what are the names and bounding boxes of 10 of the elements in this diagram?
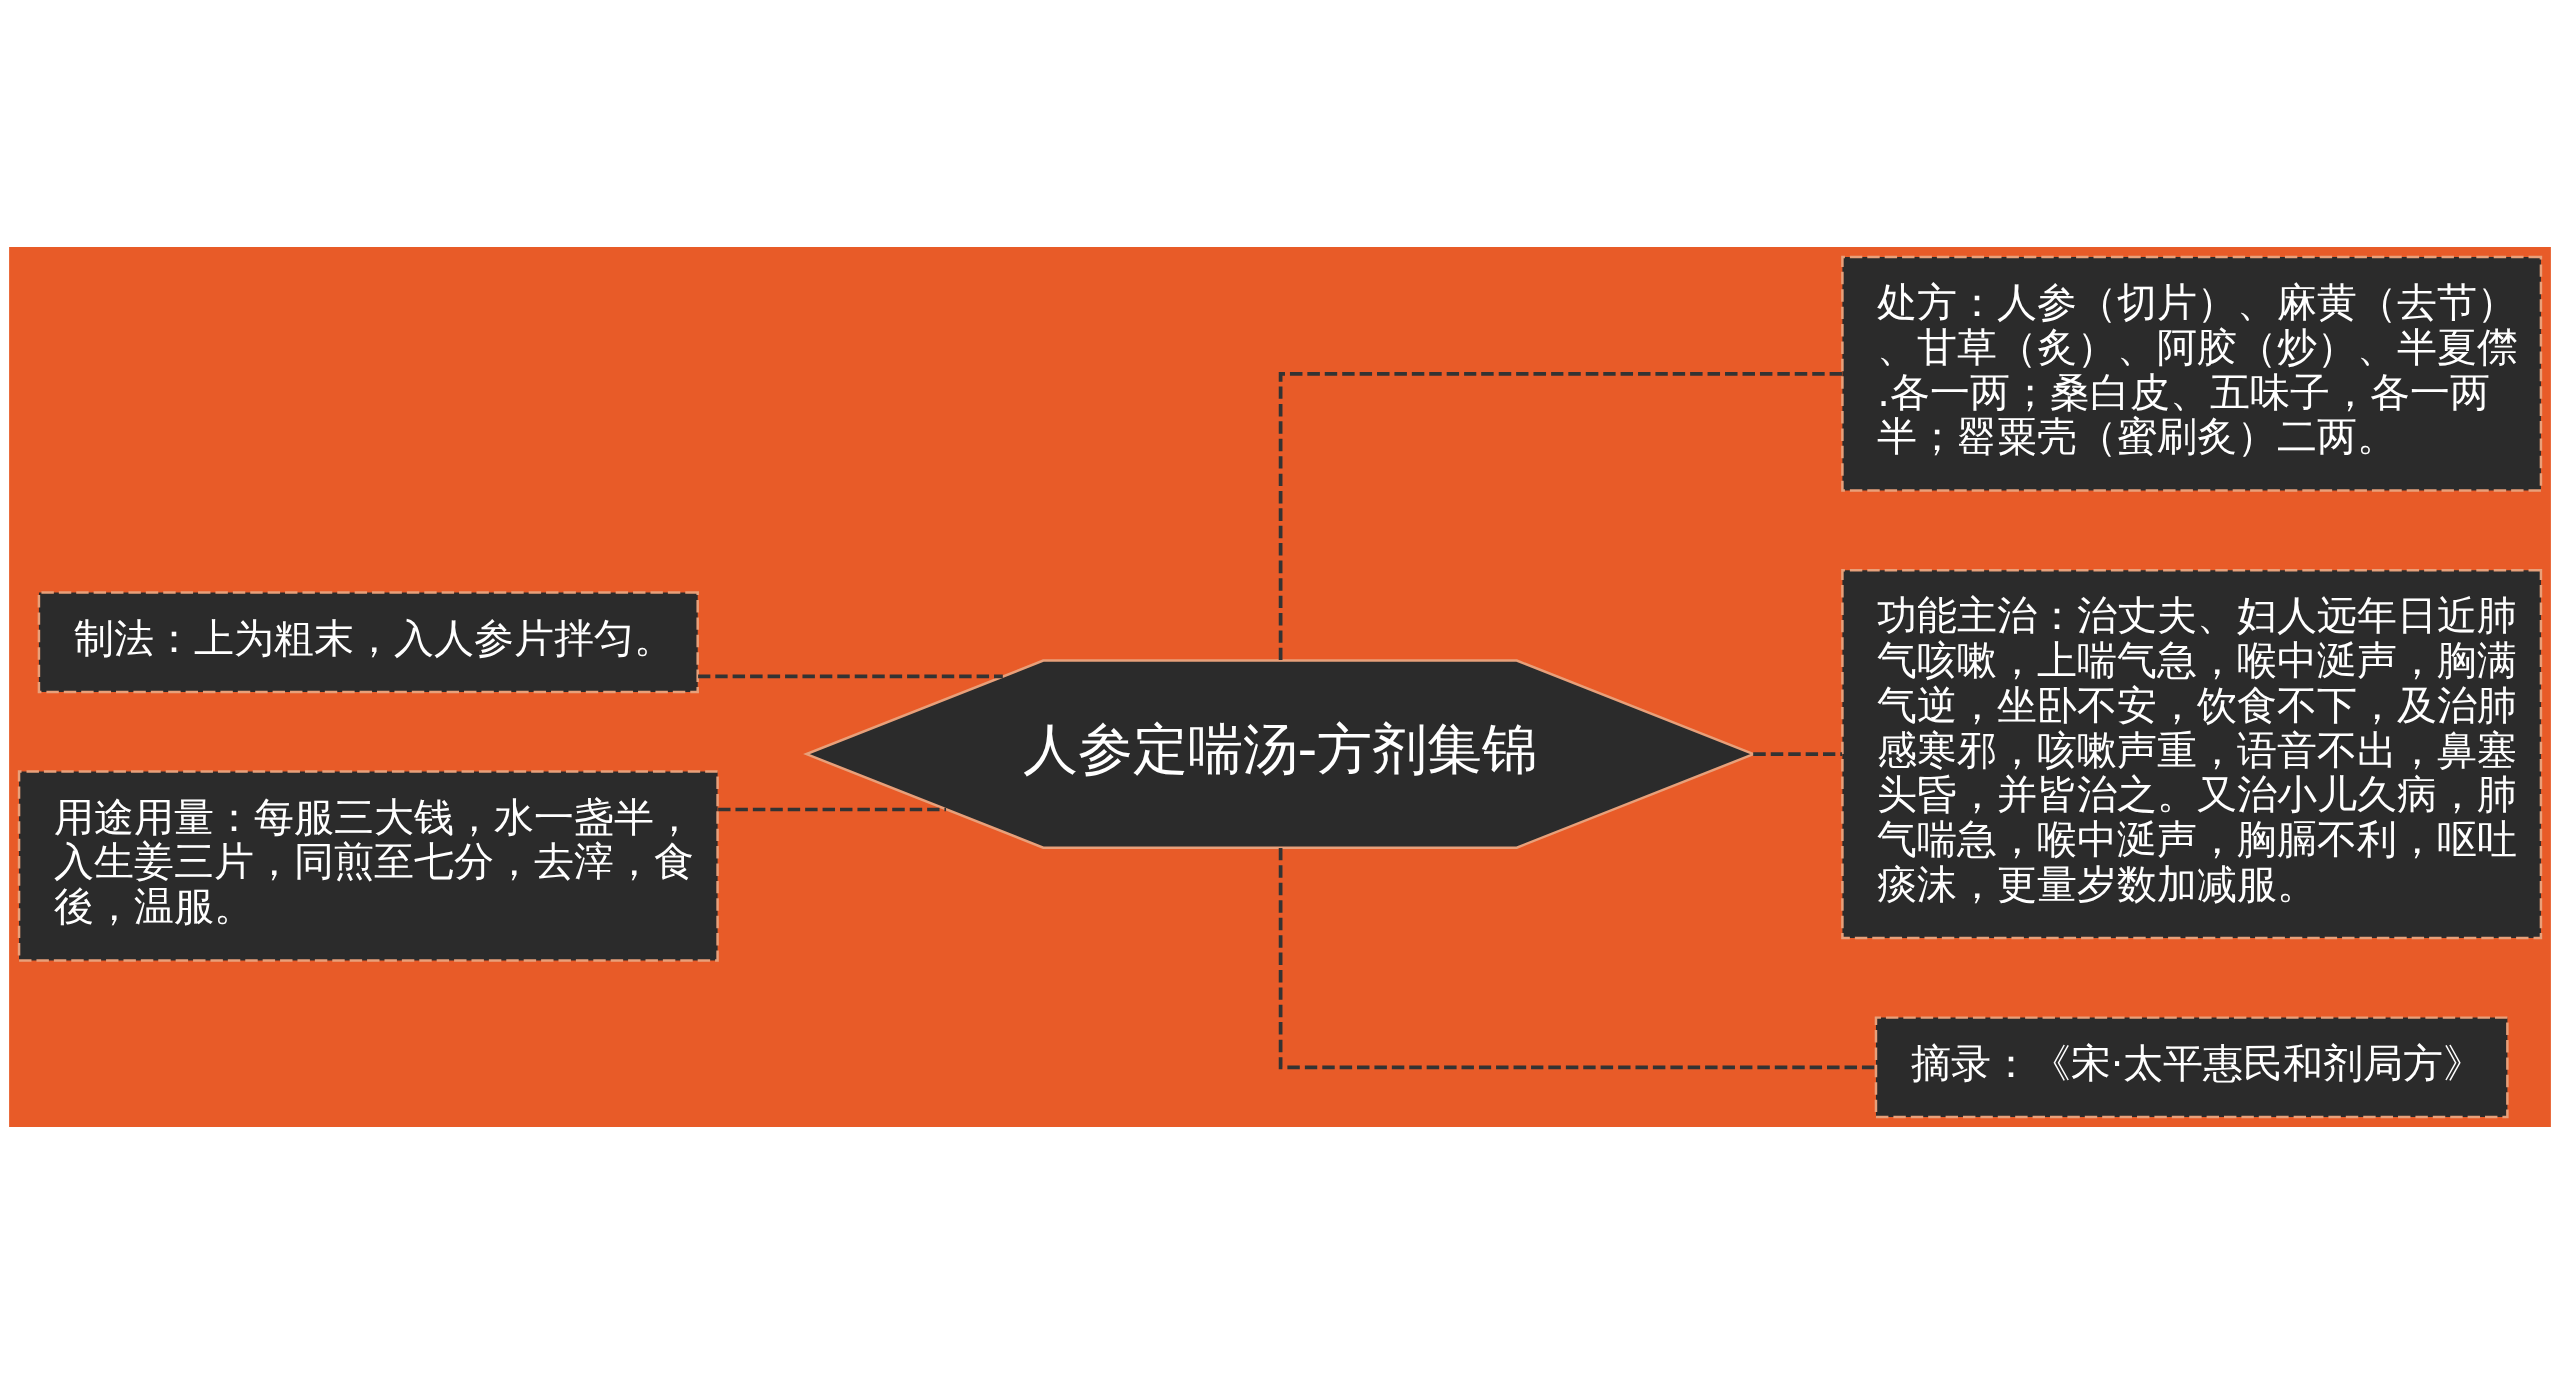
node-box: 处方：人参（切片）、麻黄（去节）、甘草（炙）、阿胶（炒）、半夏僸.各一两；桑白皮、五味子，各一两半；罂粟壳（蜜刷炙）二两。 — [1841, 255, 2543, 492]
node-box: 制法：上为粗末，入人参片拌匀。 — [37, 590, 699, 693]
connector — [1278, 847, 1876, 1069]
connector — [698, 674, 1003, 678]
connector — [1753, 751, 1843, 756]
node-box: 摘录：《宋·太平惠民和剂局方》 — [1874, 1015, 2509, 1118]
node-box: 功能主治：治丈夫、妇人远年日近肺气咳嗽，上喘气急，喉中涎声，胸满气逆，坐卧不安，饮食不下，及治肺感寒邪，咳嗽声重，语音不出，鼻塞头昏，并皆治之。又治小儿久病，肺气喘急，喉中涎声，胸膈不利，呕吐痰沫，更量岁数加减服。 — [1841, 568, 2543, 939]
node-box: 用途用量：每服三大钱，水一盏半，入生姜三片，同煎至七分，去滓，食後，温服。 — [17, 769, 719, 962]
connector — [1278, 371, 1843, 660]
connector — [718, 807, 947, 811]
